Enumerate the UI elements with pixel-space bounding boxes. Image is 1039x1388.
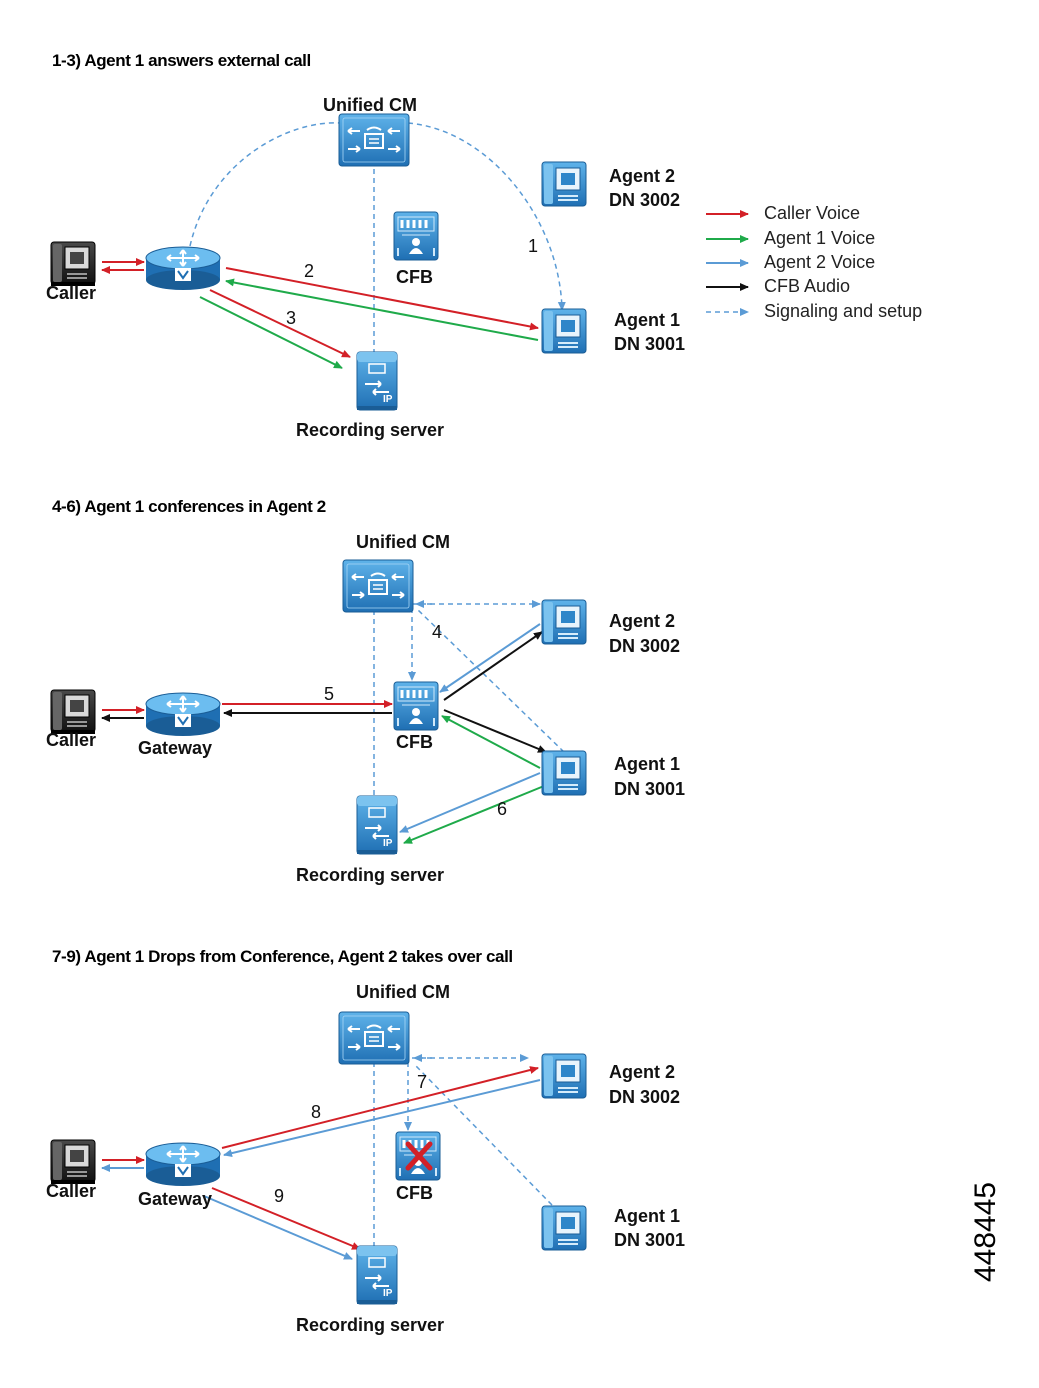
agent2-dn: DN 3002 <box>609 190 680 210</box>
unified-cm-icon <box>338 1011 410 1065</box>
cfb-label: CFB <box>396 1183 433 1203</box>
recording-server-icon <box>356 351 398 411</box>
legend-caller-voice: Caller Voice <box>764 203 860 223</box>
agent2-label: Agent 2 <box>609 1062 675 1082</box>
caller-label: Caller <box>46 283 96 303</box>
agent2-dn: DN 3002 <box>609 1087 680 1107</box>
panel-2: 4-6) Agent 1 conferences in Agent 2 <box>46 497 685 885</box>
unified-cm-label: Unified CM <box>356 532 450 552</box>
step-1: 1 <box>528 236 538 256</box>
step-9: 9 <box>274 1186 284 1206</box>
caller-phone-icon <box>50 689 96 735</box>
unified-cm-icon <box>338 113 410 167</box>
step-7: 7 <box>417 1072 427 1092</box>
cfb-icon <box>392 210 440 262</box>
recording-server-icon <box>356 795 398 855</box>
caller-phone-icon <box>50 241 96 287</box>
legend-agent2-voice: Agent 2 Voice <box>764 252 875 272</box>
agent1-dn: DN 3001 <box>614 779 685 799</box>
agent1-label: Agent 1 <box>614 310 680 330</box>
panel-1-title: 1-3) Agent 1 answers external call <box>52 51 311 70</box>
panel-3-title: 7-9) Agent 1 Drops from Conference, Agen… <box>52 947 513 966</box>
gateway-router-icon <box>145 246 221 291</box>
cfb-label: CFB <box>396 732 433 752</box>
agent1-dn: DN 3001 <box>614 334 685 354</box>
unified-cm-label: Unified CM <box>323 95 417 115</box>
panel-2-title: 4-6) Agent 1 conferences in Agent 2 <box>52 497 326 516</box>
step-4: 4 <box>432 622 442 642</box>
step-3: 3 <box>286 308 296 328</box>
agent2-phone-icon <box>541 599 587 645</box>
agent2-phone-icon <box>541 161 587 207</box>
step-2: 2 <box>304 261 314 281</box>
gateway-router-icon <box>145 1142 221 1187</box>
step-5: 5 <box>324 684 334 704</box>
caller-phone-icon <box>50 1139 96 1185</box>
panel-3: 7-9) Agent 1 Drops from Conference, Agen… <box>46 947 685 1335</box>
agent2-label: Agent 2 <box>609 166 675 186</box>
unified-cm-icon <box>342 559 414 613</box>
cfb-dropped-x-icon <box>405 1141 433 1171</box>
gateway-label: Gateway <box>138 738 212 758</box>
step-6: 6 <box>497 799 507 819</box>
legend-agent1-voice: Agent 1 Voice <box>764 228 875 248</box>
cfb-label: CFB <box>396 267 433 287</box>
legend: Caller Voice Agent 1 Voice Agent 2 Voice… <box>706 203 922 321</box>
legend-cfb-audio: CFB Audio <box>764 276 850 296</box>
agent1-label: Agent 1 <box>614 754 680 774</box>
step-8: 8 <box>311 1102 321 1122</box>
agent2-phone-icon <box>541 1053 587 1099</box>
recording-server-icon <box>356 1245 398 1305</box>
agent1-phone-icon <box>541 750 587 796</box>
agent1-phone-icon <box>541 308 587 354</box>
panel-2-media <box>101 623 547 844</box>
recording-server-label: Recording server <box>296 1315 444 1335</box>
legend-signaling: Signaling and setup <box>764 301 922 321</box>
agent1-dn: DN 3001 <box>614 1230 685 1250</box>
agent2-label: Agent 2 <box>609 611 675 631</box>
recording-server-label: Recording server <box>296 865 444 885</box>
gateway-router-icon <box>145 692 221 737</box>
figure-id: 448445 <box>969 1182 1002 1282</box>
cfb-icon <box>392 680 440 732</box>
agent1-phone-icon <box>541 1205 587 1251</box>
panel-1: 1-3) Agent 1 answers external call Unifi… <box>46 51 922 440</box>
caller-label: Caller <box>46 730 96 750</box>
panel-1-media <box>101 258 539 369</box>
panel-1-signaling <box>189 122 566 352</box>
agent1-label: Agent 1 <box>614 1206 680 1226</box>
recording-server-label: Recording server <box>296 420 444 440</box>
caller-label: Caller <box>46 1181 96 1201</box>
panel-3-signaling <box>373 1054 553 1248</box>
panel-3-media <box>101 1066 541 1260</box>
gateway-label: Gateway <box>138 1189 212 1209</box>
unified-cm-label: Unified CM <box>356 982 450 1002</box>
agent2-dn: DN 3002 <box>609 636 680 656</box>
